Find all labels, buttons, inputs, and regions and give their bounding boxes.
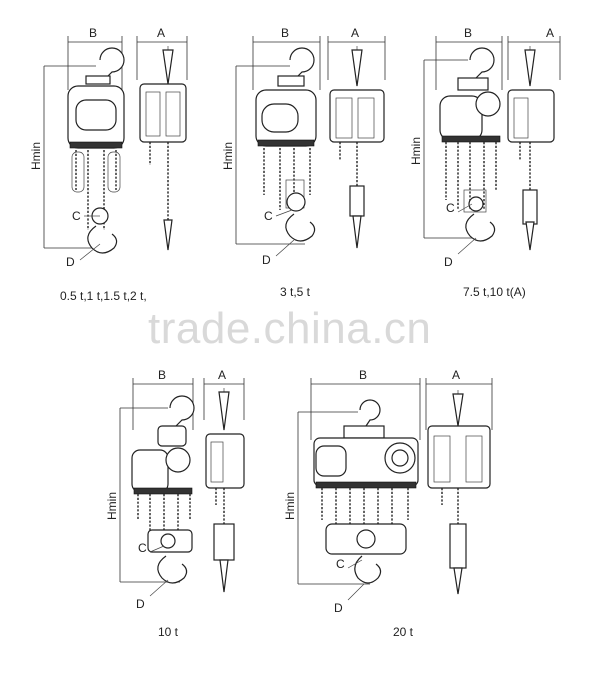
load-hook-icon [157, 555, 188, 584]
dim-b-label: B [158, 368, 166, 382]
hoist-panel-4: B A Hmin C D 10 t [105, 368, 245, 639]
dim-a-label: A [218, 368, 226, 382]
dim-d-label: D [136, 597, 145, 611]
dim-d-label: D [262, 253, 271, 267]
dim-a-label: A [351, 26, 359, 40]
dim-a-label: A [546, 26, 554, 40]
dim-d-label: D [444, 255, 453, 269]
dim-hmin-label: Hmin [283, 492, 297, 520]
hoist-panel-1: B A Hmin C D 0.5 t,1 t,1.5 t,2 t, [29, 26, 188, 303]
dim-c-label: C [264, 209, 273, 223]
dim-a-label: A [452, 368, 460, 382]
top-hook-icon [469, 47, 495, 79]
load-hook-icon [87, 225, 118, 254]
dim-hmin-label: Hmin [105, 492, 119, 520]
dim-b-label: B [89, 26, 97, 40]
dim-b-label: B [464, 26, 472, 40]
hoist-panel-5: B A Hmin C D 20 t [283, 368, 493, 639]
caption-1: 0.5 t,1 t,1.5 t,2 t, [60, 289, 147, 303]
caption-2: 3 t,5 t [280, 285, 311, 299]
dim-c-label: C [446, 201, 455, 215]
dim-b-label: B [359, 368, 367, 382]
dim-c-label: C [138, 541, 147, 555]
top-hook-icon [99, 47, 125, 79]
watermark: trade.china.cn [148, 304, 431, 353]
dim-hmin-label: Hmin [29, 142, 43, 170]
dim-d-label: D [334, 601, 343, 615]
dim-a-label: A [157, 26, 165, 40]
caption-4: 10 t [158, 625, 179, 639]
dim-c-label: C [336, 557, 345, 571]
hoist-panel-3: B A Hmin C D 7.5 t,10 t(A) [409, 26, 561, 299]
caption-3: 7.5 t,10 t(A) [463, 285, 526, 299]
top-hook-icon [289, 47, 315, 79]
dim-c-label: C [72, 209, 81, 223]
dim-hmin-label: Hmin [221, 142, 235, 170]
load-hook-icon [354, 555, 382, 584]
dim-d-label: D [66, 255, 75, 269]
caption-5: 20 t [393, 625, 414, 639]
hoist-panel-2: B A Hmin C D 3 t,5 t [221, 26, 386, 299]
dim-b-label: B [281, 26, 289, 40]
dim-hmin-label: Hmin [409, 137, 423, 165]
load-hook-icon [465, 213, 496, 242]
top-hook-icon [169, 395, 195, 427]
load-hook-icon [285, 213, 316, 242]
top-hook-icon [359, 399, 381, 427]
